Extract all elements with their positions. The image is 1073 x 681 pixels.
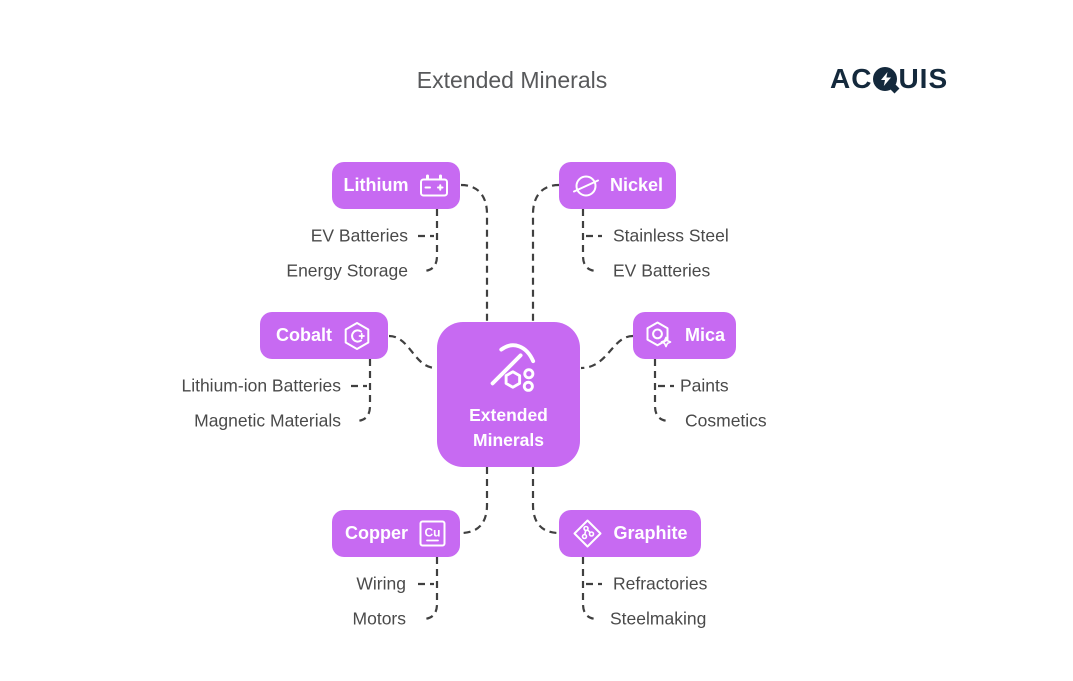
acquis-logo: AC Q UIS [830,63,948,95]
connector-lithium-center [460,183,489,322]
child-label-refractories: Refractories [613,573,708,594]
child-label-energy-storage: Energy Storage [286,260,408,281]
child-label-ev-batteries-nickel: EV Batteries [613,260,711,281]
branch-label-cobalt: Cobalt [276,325,332,345]
child-label-cosmetics: Cosmetics [685,410,767,431]
child-label-lithium-ion-batteries: Lithium-ion Batteries [181,375,341,396]
connector-center-copper [460,467,489,535]
copper-cu-icon: Cu [419,520,446,547]
mica-hex-sparkle-icon [646,321,672,348]
page-title: Extended Minerals [416,67,608,93]
connector-mica-children-spine [653,359,669,423]
center-node-extended-minerals: Extended Minerals [437,322,580,467]
lightning-bolt-icon [880,72,891,86]
connector-graphite-children-spine [581,557,597,621]
cobalt-hex-c-icon [344,321,370,350]
branch-label-nickel: Nickel [609,175,664,195]
child-label-magnetic-materials: Magnetic Materials [194,410,341,431]
svg-text:Cu: Cu [425,526,441,540]
connector-center-graphite [531,467,560,535]
logo-q-bolt-icon: Q [873,67,898,91]
child-label-motors: Motors [352,608,406,629]
branch-label-mica: Mica [684,325,726,345]
connector-cobalt-children-spine [356,359,372,423]
connector-lithium-children-spine [423,209,439,273]
branch-label-lithium: Lithium [343,175,409,195]
child-label-stainless-steel: Stainless Steel [613,225,729,246]
connector-mica-center [580,334,634,370]
child-label-paints: Paints [680,375,729,396]
logo-text-left: AC [830,63,873,94]
branch-node-cobalt: Cobalt [260,312,388,359]
child-label-steelmaking: Steelmaking [610,608,707,629]
connector-cobalt-center [388,334,437,370]
battery-icon [419,174,448,196]
logo-text-right: UIS [898,63,949,94]
branch-node-graphite: Graphite [559,510,701,557]
graphite-molecule-icon [573,519,602,548]
connector-nickel-center [531,183,560,322]
connector-nickel-children-spine [581,209,597,273]
child-label-wiring: Wiring [356,573,406,594]
branch-node-nickel: Nickel [559,162,676,209]
center-node-label: Extended Minerals [469,405,548,450]
child-label-ev-batteries-lithium: EV Batteries [310,225,408,246]
branch-label-graphite: Graphite [613,523,688,543]
branch-node-lithium: Lithium [332,162,460,209]
branch-label-copper: Copper [345,523,408,543]
branch-node-copper: Copper Cu [332,510,460,557]
connector-copper-children-spine [423,557,439,621]
nickel-slash-circle-icon [572,175,599,196]
branch-node-mica: Mica [633,312,736,359]
pickaxe-minerals-icon [490,343,535,392]
